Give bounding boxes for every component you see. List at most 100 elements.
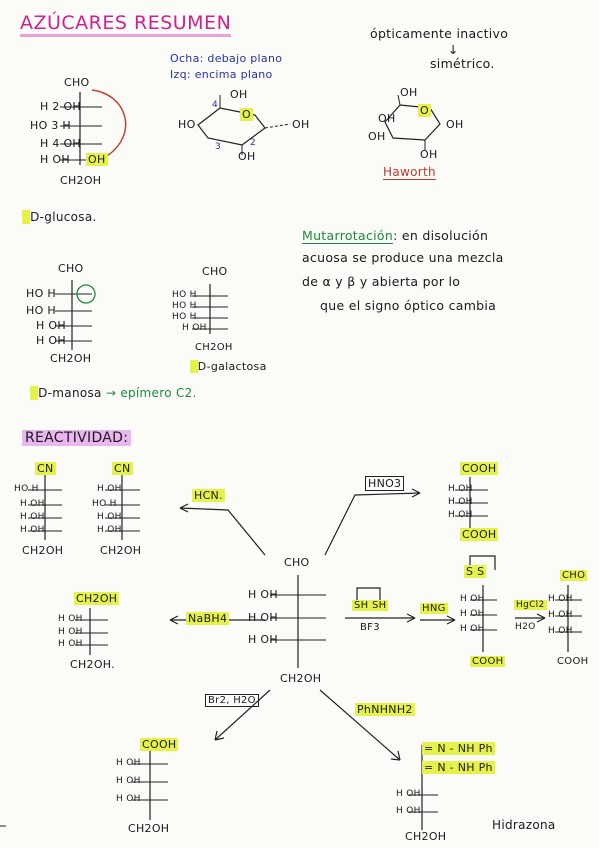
thio-reagent-bottom: BF3: [360, 622, 380, 633]
mannose-line: D-manosa → epímero C2.: [30, 386, 197, 400]
thio-reagent-top: SH SH: [352, 600, 389, 611]
mannose-top: CHO: [58, 262, 84, 275]
notation-left: Izq: encima plano: [170, 68, 273, 81]
mannose-row-1: HO H: [26, 287, 56, 300]
glucose-top: CHO: [64, 76, 90, 89]
mannose-bottom: CH2OH: [50, 352, 92, 365]
thio-row-2: H OH: [460, 609, 485, 619]
cho-right-row-2: H OH: [548, 610, 573, 620]
thio-s-label: S S: [464, 565, 487, 578]
glucose-row-2: HO 3 H: [30, 119, 71, 132]
cho-right-row-1: H OH: [548, 594, 573, 604]
thio-bottom: COOH: [470, 656, 506, 667]
galactose-top: CHO: [202, 265, 228, 278]
cn-right-label: CN: [112, 462, 133, 475]
nabh4-row-1: H OH: [58, 614, 83, 624]
glucose-label: D-glucosa.: [22, 210, 97, 224]
hno3-top: COOH: [460, 462, 499, 475]
haworth-oh-right: OH: [446, 118, 464, 131]
hydrazone-oh-1: H OH: [396, 789, 421, 799]
hcn-reagent: HCN.: [192, 489, 225, 502]
glucose-row-4: H OH: [40, 153, 70, 166]
center-row-3: H OH: [248, 633, 278, 646]
mutarotation-line1: Mutarrotación: en disolución: [302, 228, 489, 244]
reactivity-title: REACTIVIDAD:: [22, 430, 132, 446]
cho-right-row-3: H OH: [548, 626, 573, 636]
hno3-row-3: H OH: [448, 510, 473, 520]
cn-left-bottom: CH2OH: [22, 544, 64, 557]
thio-hg: HNG: [420, 603, 448, 614]
hydrazone-label: Hidrazona: [492, 818, 556, 832]
hno3-row-2: H OH: [448, 497, 473, 507]
notation-right: Ocha: debajo plano: [170, 52, 283, 65]
optical-note-arrow: ↓: [448, 42, 459, 57]
cn-l-row-4: H OH: [20, 525, 45, 535]
glucose-oh-highlight: OH: [86, 153, 108, 166]
thio-row-3: H OH: [460, 624, 485, 634]
ring-ho: HO: [178, 118, 196, 131]
ring-num-4: 4: [212, 100, 219, 110]
mannose-row-3: H OH: [36, 319, 66, 332]
center-row-1: H OH: [248, 588, 278, 601]
galactose-row-2: HO H: [172, 301, 197, 311]
cn-l-row-1: HO H: [14, 484, 39, 494]
br2-row-3: H OH: [116, 794, 141, 804]
haworth-label: Haworth: [383, 165, 436, 180]
center-bottom: CH2OH: [280, 672, 322, 685]
nabh4-bottom: CH2OH.: [70, 658, 115, 671]
ring-oh-right: OH: [292, 118, 310, 131]
page-title: AZÚCARES RESUMEN: [20, 12, 232, 37]
br2-top: COOH: [140, 738, 179, 751]
haworth-oh-top: OH: [400, 86, 418, 99]
ring-o: O: [240, 108, 253, 121]
thio-h2o: H2O: [515, 622, 536, 632]
thio-row-1: H OH: [460, 594, 485, 604]
nabh4-top: CH2OH: [74, 592, 120, 605]
hno3-bottom: COOH: [460, 528, 499, 541]
glucose-row-3: H 4 OH: [40, 137, 81, 150]
cn-right-bottom: CH2OH: [100, 544, 142, 557]
hno3-row-1: H OH: [448, 484, 473, 494]
br2-row-2: H OH: [116, 776, 141, 786]
ring-num-2: 2: [250, 138, 257, 148]
galactose-row-1: HO H: [172, 290, 197, 300]
mutarotation-line4: que el signo óptico cambia: [320, 298, 497, 313]
hydrazone-oh-2: H OH: [396, 806, 421, 816]
galactose-row-4: H OH: [182, 323, 207, 333]
hydrazone-row-1: = N - NH Ph: [422, 742, 495, 755]
ring-num-3: 3: [215, 142, 222, 152]
br2-bottom: CH2OH: [128, 822, 170, 835]
cn-r-row-3: H OH: [97, 512, 122, 522]
haworth-oh-ll: OH: [368, 130, 386, 143]
galactose-bottom: CH2OH: [195, 342, 233, 353]
mannose-row-2: HO H: [26, 304, 56, 317]
galactose-row-3: HO H: [172, 312, 197, 322]
glucose-row-1: H 2 OH: [40, 100, 81, 113]
mutarotation-line3: de α y β y abierta por lo: [302, 274, 461, 289]
ring-oh-bottom: OH: [238, 150, 256, 163]
cn-r-row-2: HO H: [92, 499, 117, 509]
cho-right-top: CHO: [560, 570, 588, 581]
center-row-2: H OH: [248, 611, 278, 624]
haworth-oh-bottom: OH: [420, 148, 438, 161]
hno3-reagent: HNO3: [365, 476, 405, 491]
nabh4-row-3: H OH: [58, 639, 83, 649]
cn-l-row-2: H OH: [20, 499, 45, 509]
phnhnh2-reagent: PhNHNH2: [355, 703, 415, 716]
cn-r-row-1: H OH: [97, 484, 122, 494]
mannose-row-4: H OH: [36, 334, 66, 347]
cn-r-row-4: H OH: [97, 525, 122, 535]
haworth-oh-left: OH: [378, 112, 396, 125]
br2-reagent: Br2, H2O: [205, 694, 259, 707]
cn-l-row-3: H OH: [20, 512, 45, 522]
thio-hgcl2: HgCl2: [514, 600, 547, 610]
ring-oh-top: OH: [230, 88, 248, 101]
hydrazone-row-2: = N - NH Ph: [422, 761, 495, 774]
nabh4-row-2: H OH: [58, 627, 83, 637]
nabh4-reagent: NaBH4: [186, 612, 230, 625]
hydrazone-bottom: CH2OH: [405, 830, 447, 843]
optical-note-line2: simétrico.: [430, 56, 495, 71]
optical-note-line1: ópticamente inactivo: [370, 26, 509, 41]
haworth-o: O: [418, 104, 431, 117]
